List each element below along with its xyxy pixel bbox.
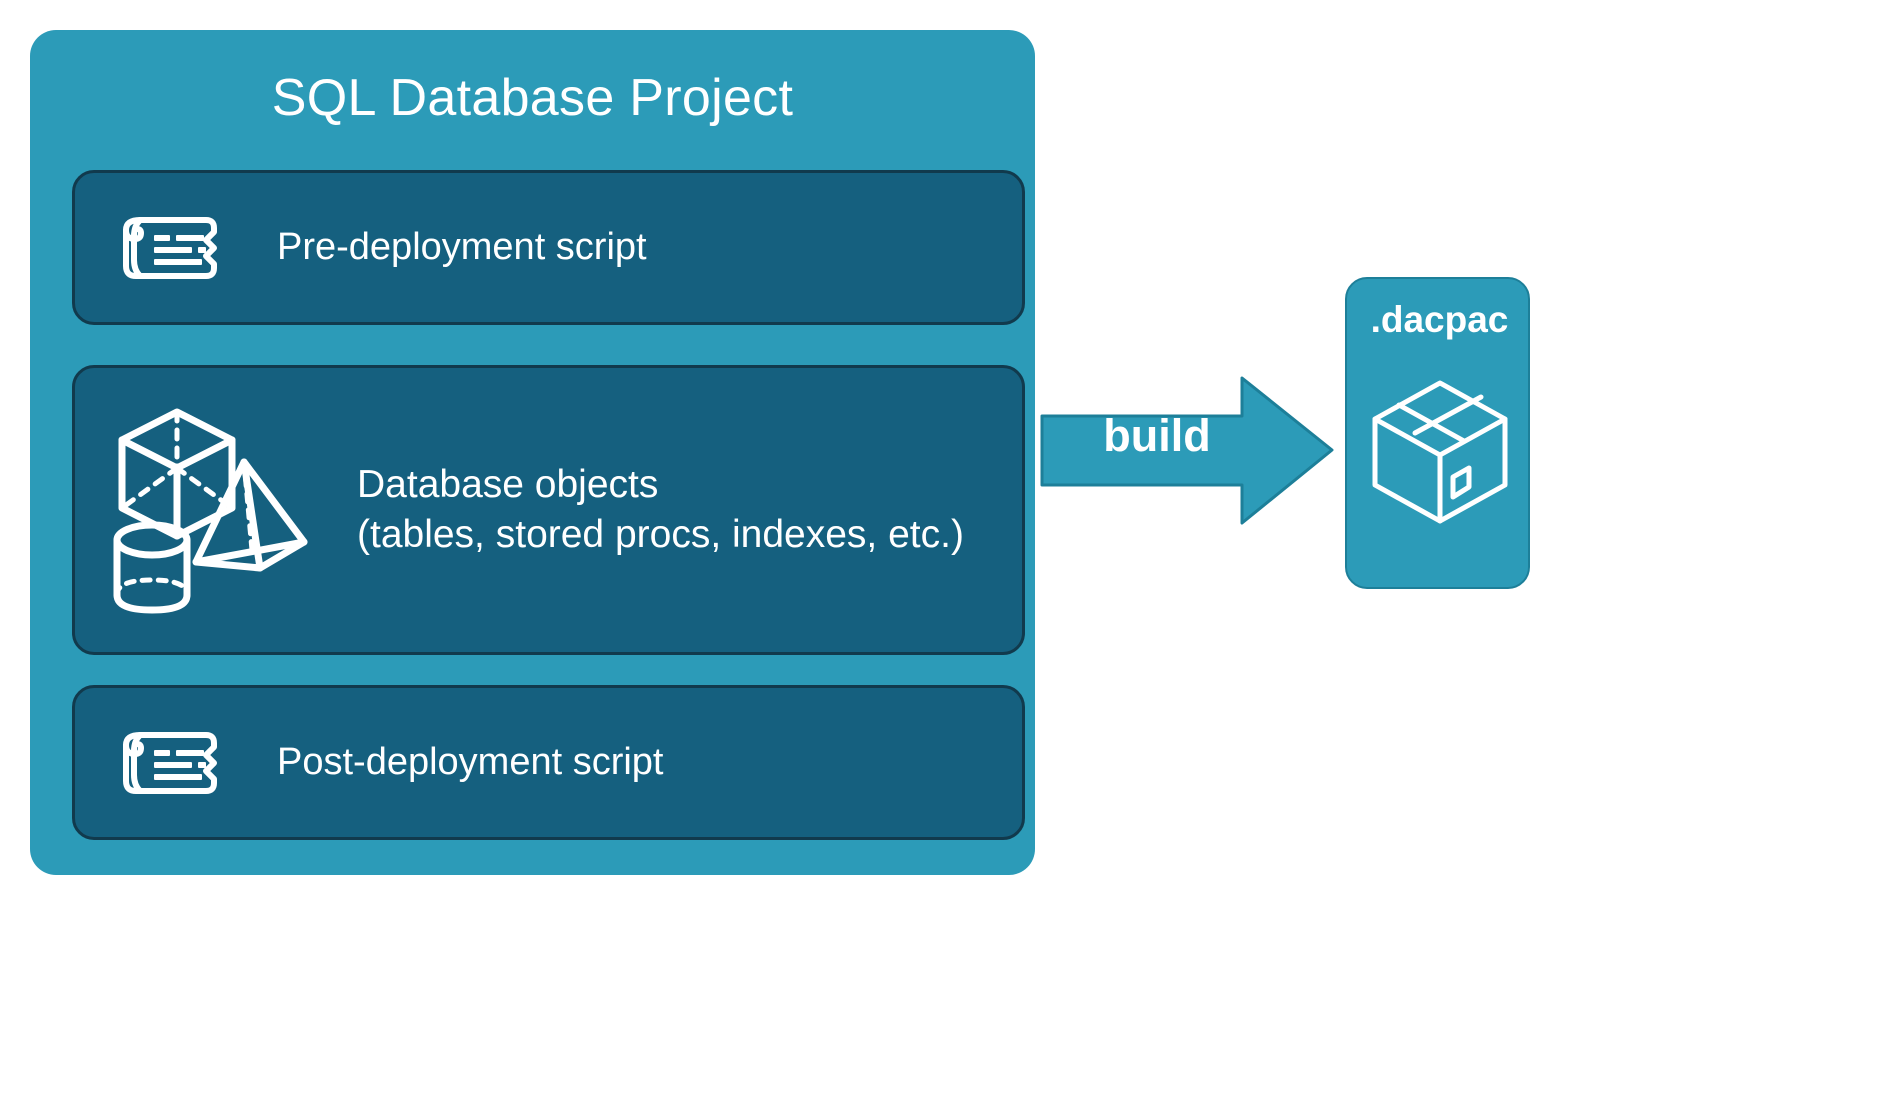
package-box-icon [1365, 369, 1515, 529]
build-arrow-label: build [1103, 410, 1211, 461]
build-arrow-icon [1040, 376, 1334, 525]
card-database-objects-label: Database objects (tables, stored procs, … [357, 463, 964, 556]
dacpac-title: .dacpac [1370, 299, 1509, 340]
card-post-deployment-label: Post-deployment script [277, 741, 664, 784]
card-database-objects[interactable]: Database objects (tables, stored procs, … [72, 365, 1025, 655]
dacpac-output-panel[interactable]: .dacpac [1345, 277, 1530, 589]
page-title: SQL Database Project [271, 69, 794, 127]
card-pre-deployment[interactable]: Pre-deployment script [72, 170, 1025, 325]
3d-shapes-icon [87, 385, 347, 635]
sql-database-project-panel: SQL Database Project [30, 30, 1035, 875]
scroll-icon [85, 193, 255, 303]
card-post-deployment[interactable]: Post-deployment script [72, 685, 1025, 840]
card-pre-deployment-label: Pre-deployment script [277, 226, 647, 269]
scroll-icon [85, 708, 255, 818]
cylinder-shape [113, 521, 191, 614]
